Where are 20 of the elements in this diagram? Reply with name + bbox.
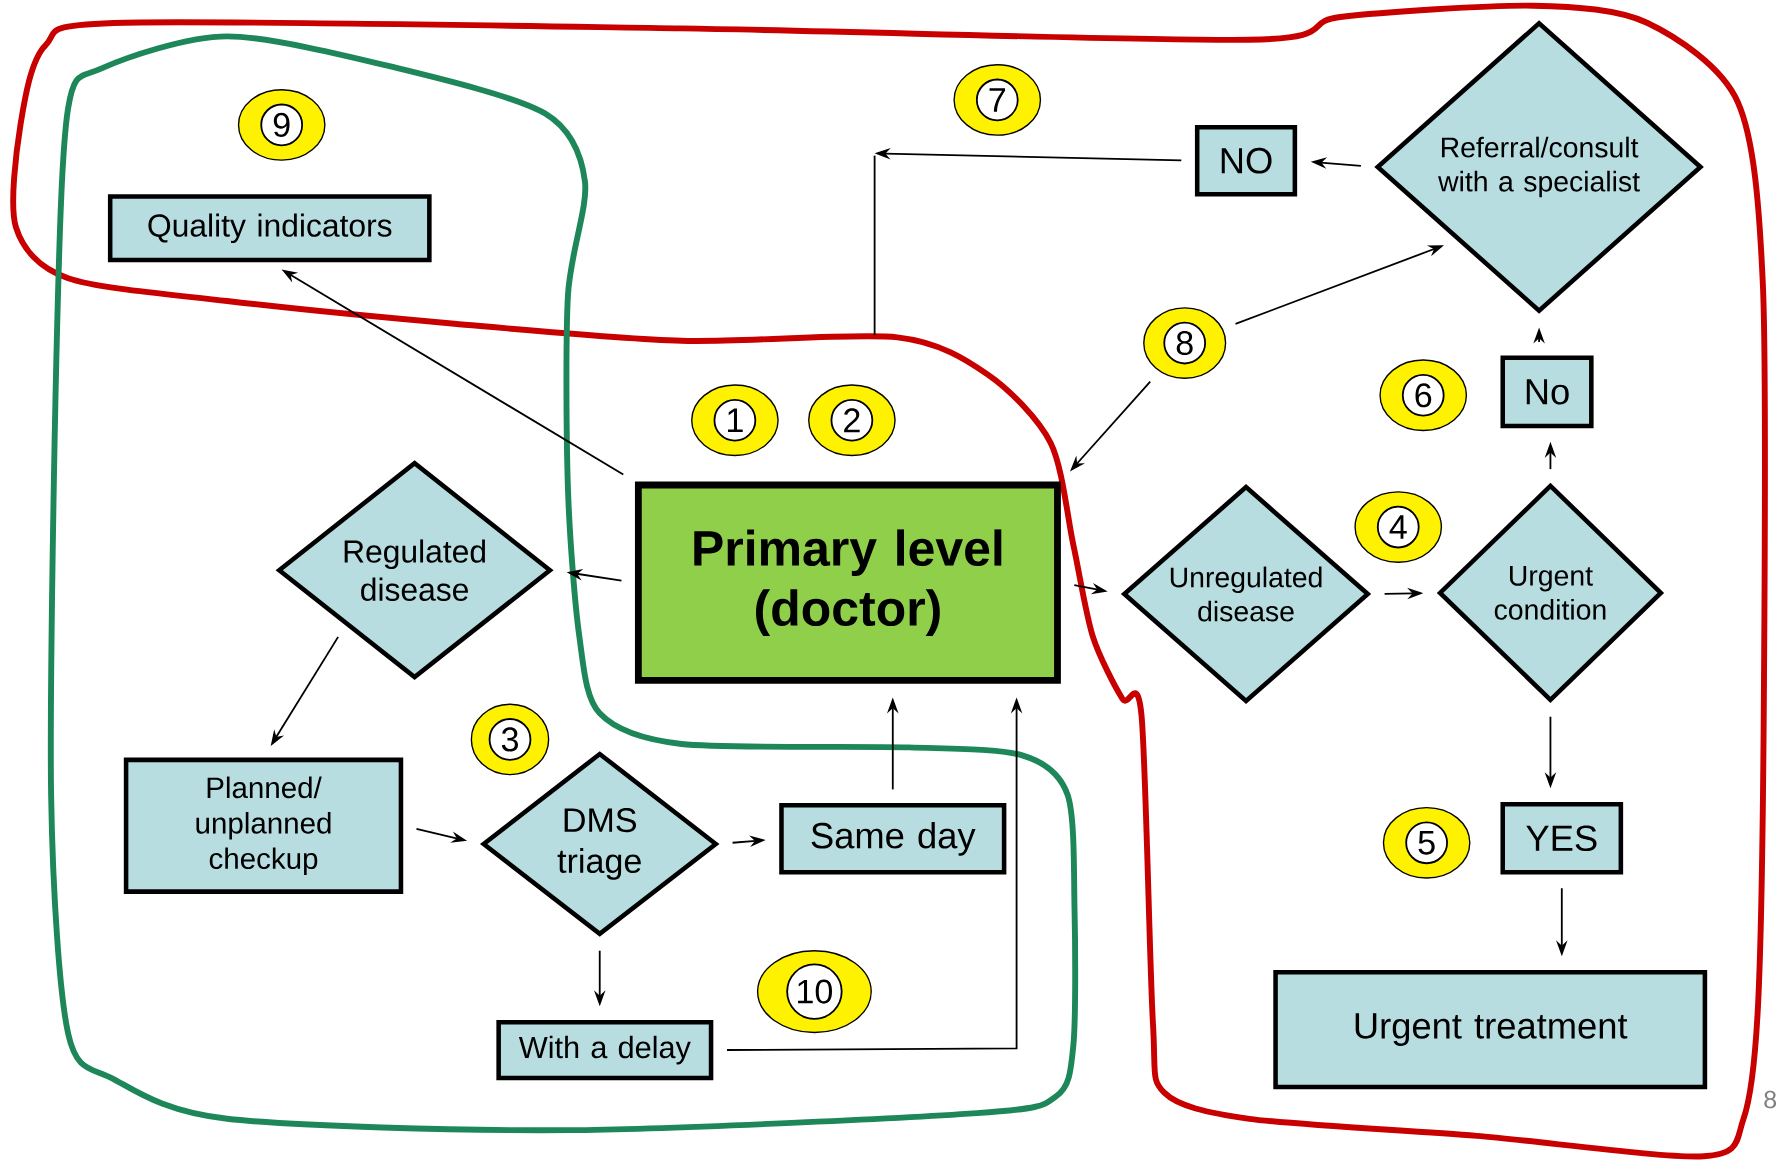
callout-number: 4 [1354, 491, 1443, 564]
process-box: With a delay [496, 1020, 714, 1081]
process-box: No [1500, 355, 1594, 429]
process-box: Quality indicators [107, 194, 432, 263]
callout-number: 1 [691, 384, 779, 457]
callout-number: 8 [1143, 307, 1227, 380]
process-box: Planned/ unplanned checkup [123, 757, 404, 895]
process-box: Same day [779, 803, 1007, 875]
process-box: Urgent treatment [1273, 970, 1708, 1090]
callout-number: 5 [1382, 807, 1471, 879]
callout-number: 3 [470, 703, 550, 776]
callout-number: 9 [237, 89, 326, 162]
callout-number: 2 [808, 384, 896, 457]
callout-number: 6 [1379, 359, 1468, 432]
page-number: 8 [1764, 1090, 1777, 1109]
process-box: Primary level (doctor) [634, 481, 1061, 685]
callout-number: 10 [756, 950, 872, 1034]
process-box: NO [1194, 125, 1298, 197]
process-box: YES [1500, 802, 1624, 875]
callout-number: 7 [953, 64, 1042, 137]
